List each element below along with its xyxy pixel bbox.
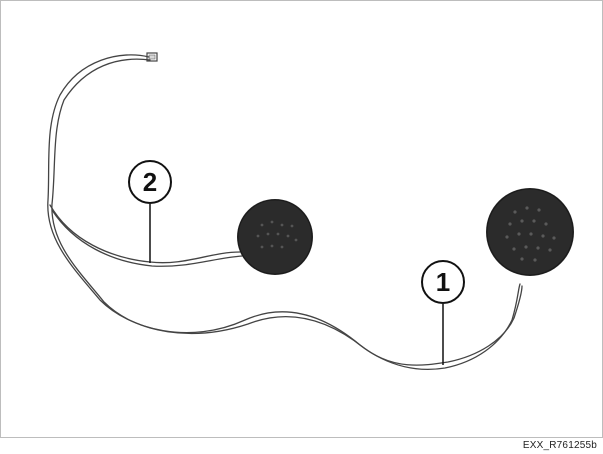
speaker-icon (486, 188, 574, 276)
wire-harness-main (47, 54, 523, 371)
figure-code: EXX_R761255b (522, 440, 597, 451)
callout-1: 1 (421, 260, 465, 365)
speaker-icon (237, 199, 313, 275)
callout-label: 2 (143, 167, 157, 197)
callout-label: 1 (436, 267, 450, 297)
callout-2: 2 (128, 160, 172, 263)
wire-harness-branch (49, 204, 243, 267)
